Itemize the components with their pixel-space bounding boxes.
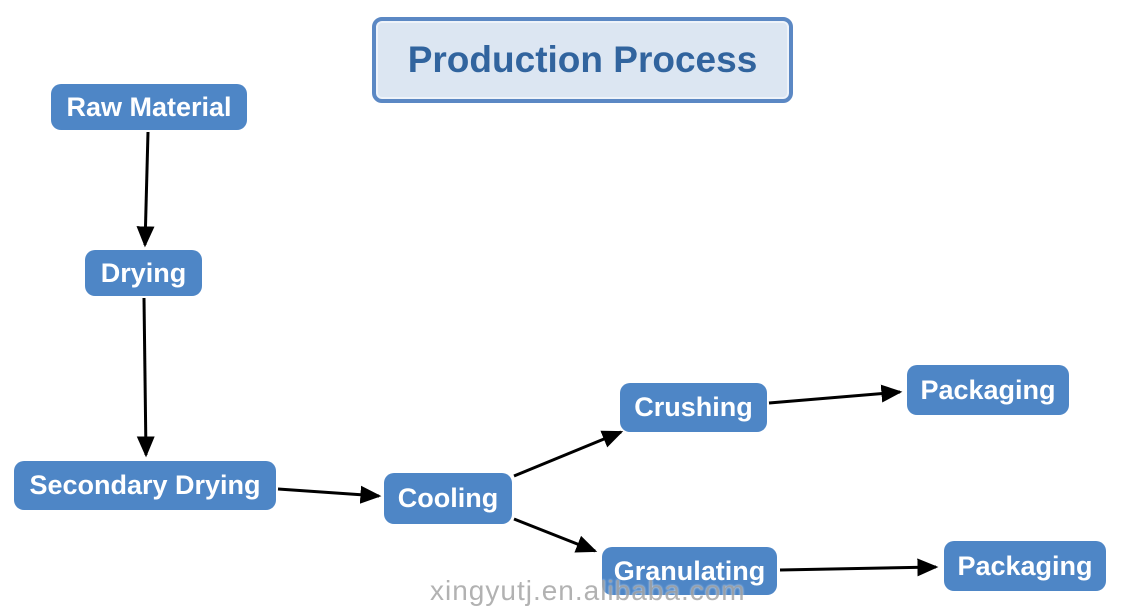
- arrow-secondary-drying-to-cooling: [277, 485, 382, 504]
- arrow-granulating-to-packaging-bottom: [779, 558, 939, 577]
- node-packaging-bottom: Packaging: [944, 541, 1106, 591]
- arrow-cooling-to-granulating: [513, 517, 598, 553]
- arrow-crushing-to-packaging-top: [768, 384, 903, 405]
- arrow-cooling-to-crushing: [513, 430, 624, 478]
- node-secondary-drying-label: Secondary Drying: [29, 470, 261, 500]
- node-crushing: Crushing: [620, 383, 767, 432]
- watermark: xingyutj.en.alibaba.com: [430, 575, 746, 606]
- node-cooling: Cooling: [384, 473, 512, 524]
- arrow-raw-material-to-drying: [136, 131, 155, 248]
- node-granulating: Granulating: [602, 547, 777, 595]
- node-granulating-label: Granulating: [613, 555, 766, 586]
- node-secondary-drying: Secondary Drying: [14, 461, 276, 510]
- node-packaging-top-label: Packaging: [920, 374, 1056, 405]
- node-drying: Drying: [85, 250, 202, 296]
- node-cooling-label: Cooling: [397, 483, 499, 513]
- arrow-drying-to-secondary-drying: [136, 297, 155, 458]
- node-raw-material: Raw Material: [51, 84, 247, 130]
- node-packaging-bottom-label: Packaging: [957, 550, 1093, 581]
- node-packaging-top: Packaging: [907, 365, 1069, 415]
- node-raw-material-label: Raw Material: [66, 91, 232, 122]
- diagram-title-label: Production Process: [407, 39, 758, 80]
- diagram-title: Production Process: [372, 17, 793, 103]
- node-drying-label: Drying: [100, 257, 187, 288]
- node-crushing-label: Crushing: [634, 392, 753, 422]
